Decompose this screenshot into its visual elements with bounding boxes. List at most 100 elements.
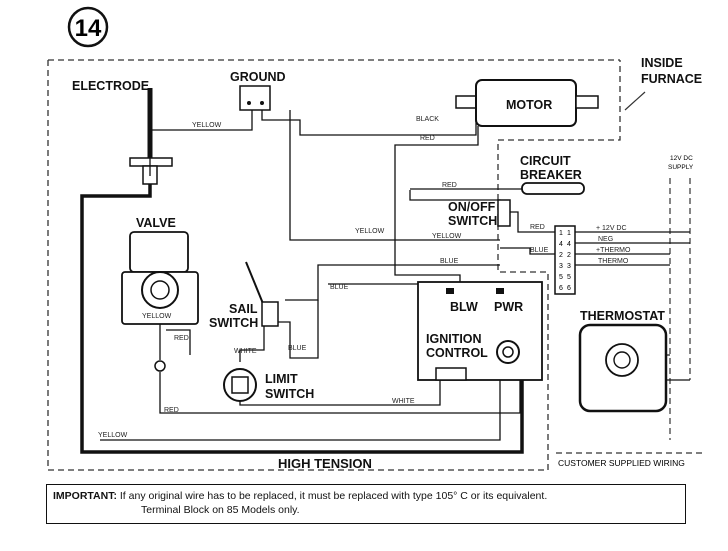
ignition-control-label-2: CONTROL [426, 346, 488, 360]
terminal-number: 4 [567, 241, 571, 248]
terminal-number: 1 [559, 230, 563, 237]
blue-wire-sail [285, 264, 500, 301]
red-wire-terminal [510, 211, 555, 233]
valve-ground-ring [154, 360, 166, 372]
blue-label-sail: BLUE [288, 345, 307, 352]
terminal-number: 4 [559, 241, 563, 248]
ground-screw-2 [260, 101, 264, 105]
blue-wire-terminal [500, 247, 555, 255]
ignition-connector [435, 367, 467, 381]
sail-switch-label-2: SWITCH [209, 316, 258, 330]
ground-screw-1 [247, 101, 251, 105]
motor-shaft-left [455, 95, 477, 109]
note-line-1: IMPORTANT: If any original wire has to b… [53, 489, 679, 503]
yellow-label-mid: YELLOW [432, 233, 462, 240]
on-off-switch [497, 199, 511, 227]
white-label-sail: WHITE [234, 348, 257, 355]
circuit-breaker-label-1: CIRCUIT [520, 154, 571, 168]
thermostat-dial-center [613, 351, 631, 369]
red-wire-motor [394, 126, 479, 292]
terminal-number: 2 [559, 252, 563, 259]
terminal-number: 6 [559, 285, 563, 292]
valve-top [129, 231, 189, 273]
blue-wire-sail-out [278, 300, 319, 359]
yellow-wire-electrode [149, 110, 253, 176]
ignition-coil-center [502, 346, 514, 358]
valve-knob-center [150, 280, 170, 300]
terminal-number: 1 [567, 230, 571, 237]
terminal-numbers: 1 1 4 4 2 2 3 3 5 5 6 6 [559, 230, 571, 292]
yellow-label-valve: YELLOW [142, 313, 172, 320]
diagram-number-circle [67, 6, 109, 48]
circuit-breaker-label-2: BREAKER [520, 168, 582, 182]
red-label-bottom: RED [164, 407, 179, 414]
blue-label-mid: BLUE [440, 258, 459, 265]
inside-furnace-label-2: FURNACE [641, 72, 702, 86]
on-off-switch-label-1: ON/OFF [448, 200, 496, 214]
ignition-control-label-1: IGNITION [426, 332, 482, 346]
high-tension-label: HIGH TENSION [278, 456, 372, 471]
sail-arm [245, 261, 265, 307]
terminal-number: 3 [559, 263, 563, 270]
inside-furnace-label-1: INSIDE [641, 56, 683, 70]
yellow-label-bottom: YELLOW [98, 432, 128, 439]
terminal-block [554, 225, 576, 295]
ignition-control-box [417, 281, 543, 381]
pwr-label: PWR [494, 300, 523, 314]
motor-label: MOTOR [506, 98, 552, 112]
red-wire-valve [166, 329, 191, 355]
valve-label: VALVE [136, 216, 176, 230]
black-wire-motor [261, 110, 477, 136]
sail-switch-label-1: SAIL [229, 302, 258, 316]
terminal-label-neg: NEG [598, 236, 613, 243]
yellow-wire-bottom [100, 380, 501, 441]
important-note: IMPORTANT: If any original wire has to b… [46, 484, 686, 524]
white-wire-sail [239, 326, 265, 362]
ground-label: GROUND [230, 70, 286, 84]
supply-label-1: 12V DC [670, 155, 693, 162]
electrode-label: ELECTRODE [72, 79, 149, 93]
circuit-breaker [521, 182, 585, 195]
note-text-1: If any original wire has to be replaced,… [119, 490, 548, 502]
white-label-limit: WHITE [392, 398, 415, 405]
red-label-terminal: RED [530, 224, 545, 231]
electrode-bracket [129, 157, 173, 167]
terminal-outputs [575, 231, 690, 266]
supply-dashed-lines [669, 178, 691, 440]
terminal-label-12v: + 12V DC [596, 225, 627, 232]
blw-terminal [446, 288, 454, 294]
diagram-number: 14 [75, 15, 102, 42]
yellow-wire-mid [289, 110, 500, 241]
red-label-top: RED [420, 135, 435, 142]
terminal-number: 3 [567, 263, 571, 270]
supply-label-2: SUPPLY [668, 164, 694, 171]
red-label-valve: RED [174, 335, 189, 342]
customer-supplied-wiring-label: CUSTOMER SUPPLIED WIRING [558, 458, 685, 468]
terminal-number: 2 [567, 252, 571, 259]
note-line-2: Terminal Block on 85 Models only. [141, 504, 300, 516]
terminal-number: 5 [567, 274, 571, 281]
blw-label: BLW [450, 300, 478, 314]
white-wire-limit [239, 380, 441, 406]
black-label: BLACK [416, 116, 439, 123]
blue-label-terminal: BLUE [530, 247, 549, 254]
blue-label-left: BLUE [330, 284, 349, 291]
red-wire-bottom [159, 372, 521, 414]
terminal-label-thermo-plus: +THERMO [596, 247, 631, 254]
high-tension-cable [80, 184, 524, 454]
terminal-number: 6 [567, 285, 571, 292]
sail-switch-body [261, 301, 279, 327]
limit-switch-label-1: LIMIT [265, 372, 298, 386]
ground-block [239, 85, 271, 111]
limit-switch-label-2: SWITCH [265, 387, 314, 401]
inside-furnace-boundary [47, 59, 621, 471]
limit-switch-center [231, 376, 249, 394]
yellow-label-left: YELLOW [355, 228, 385, 235]
on-off-switch-label-2: SWITCH [448, 214, 497, 228]
red-label-breaker: RED [442, 182, 457, 189]
terminal-number: 5 [559, 274, 563, 281]
note-prefix: IMPORTANT: [53, 490, 117, 502]
yellow-label-top: YELLOW [192, 122, 222, 129]
